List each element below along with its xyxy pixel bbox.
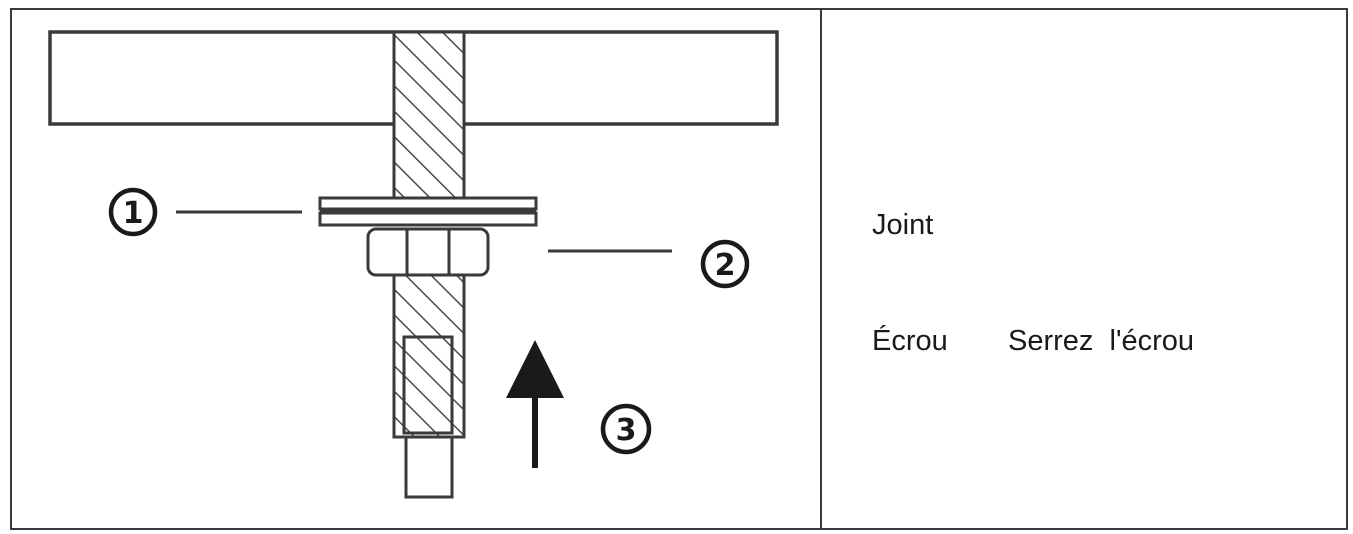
legend-serrez: Serrez l'écrou xyxy=(1008,325,1195,357)
gasket xyxy=(318,196,538,211)
nut xyxy=(366,227,490,277)
callout-3-number: 3 xyxy=(616,413,637,448)
bolt-assembly-diagram: 1 2 3 xyxy=(12,10,822,528)
rod-sleeve xyxy=(402,335,454,435)
threaded-rod-upper xyxy=(392,30,466,200)
legend-ecrou: Écrou xyxy=(872,325,948,357)
legend-joint: Joint xyxy=(872,209,934,241)
callout-2: 2 xyxy=(700,239,750,289)
diagram-frame: 1 2 3 Joint Écrou Serrez l'écrou xyxy=(10,8,1348,530)
callout-1: 1 xyxy=(108,187,158,237)
callout-1-number: 1 xyxy=(123,196,144,231)
washer xyxy=(318,211,538,227)
callout-2-number: 2 xyxy=(715,248,736,283)
legend-panel: Joint Écrou Serrez l'écrou xyxy=(822,10,1346,528)
up-arrow-icon xyxy=(506,340,564,468)
rod-tip xyxy=(404,435,454,499)
bolt-assembly-drawing: 1 2 3 xyxy=(48,30,779,499)
callout-3: 3 xyxy=(600,403,652,455)
